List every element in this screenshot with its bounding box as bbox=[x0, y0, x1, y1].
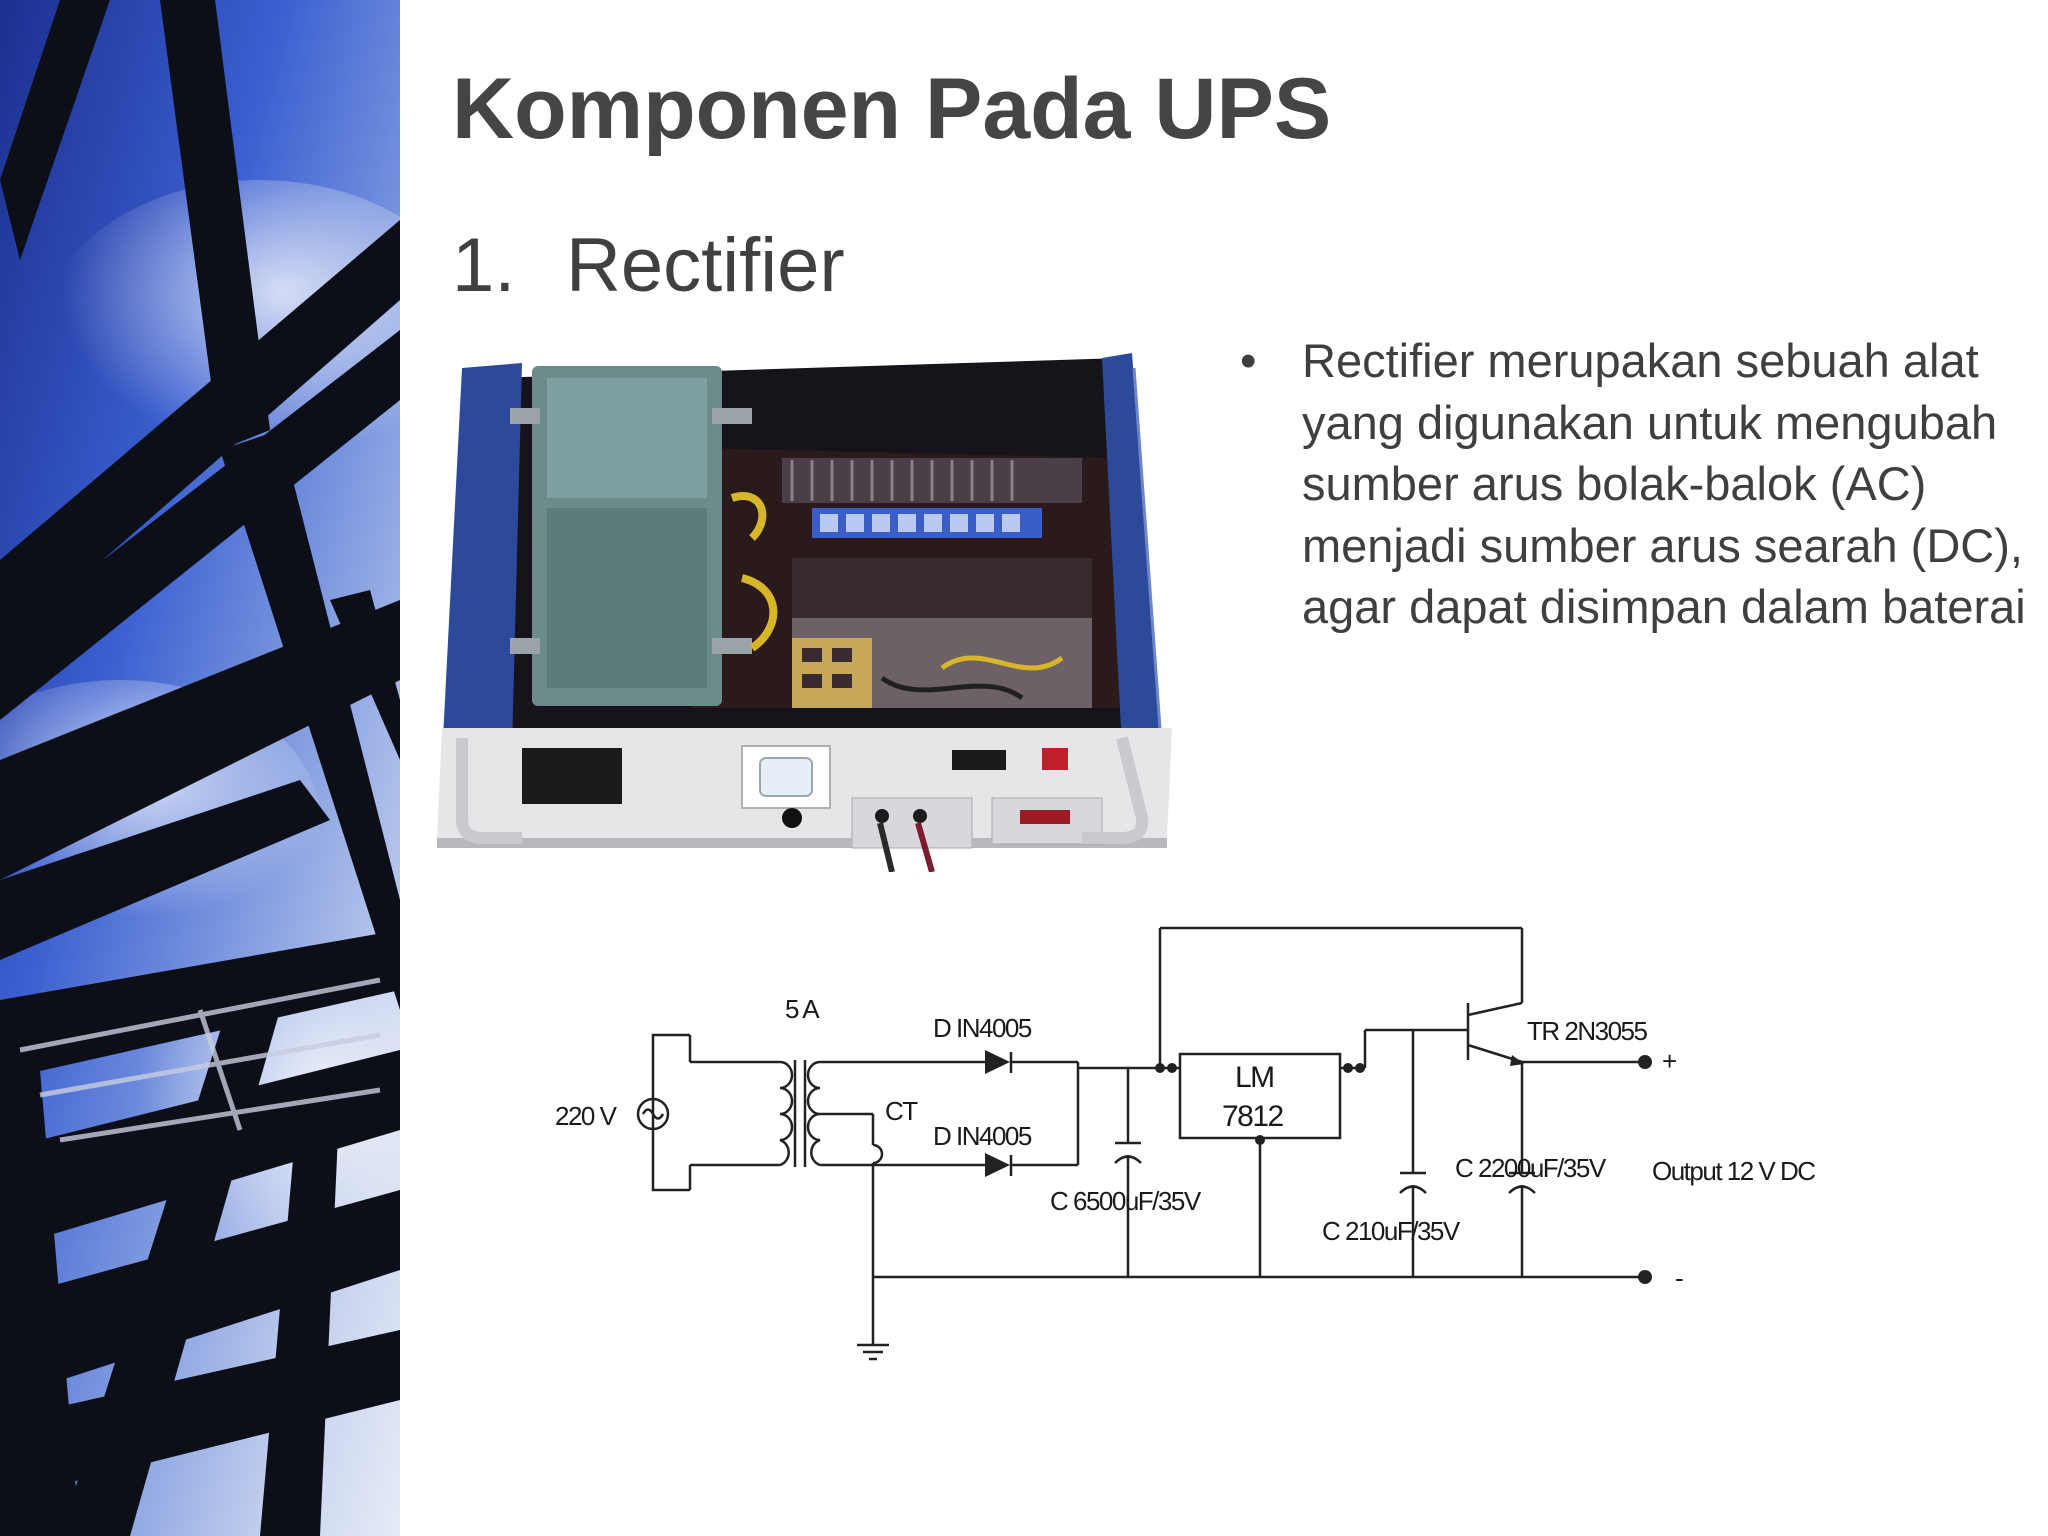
regulator-label-1: LM bbox=[1235, 1061, 1274, 1094]
slide-title: Komponen Pada UPS bbox=[452, 61, 1332, 157]
cap-reg-label: C 210uF/35V bbox=[1322, 1216, 1461, 1246]
sidebar-steel-photo bbox=[0, 0, 400, 1536]
bullet-text: Rectifier merupakan sebuah alat yang dig… bbox=[1302, 334, 2026, 633]
diode-top-label: D IN4005 bbox=[933, 1013, 1032, 1043]
section-heading: 1. Rectifier bbox=[452, 222, 845, 309]
diode-bottom-label: D IN4005 bbox=[933, 1121, 1032, 1151]
cap-output-label: C 2200uF/35V bbox=[1455, 1153, 1607, 1183]
transistor-label: TR 2N3055 bbox=[1527, 1016, 1647, 1046]
ct-label: CT bbox=[885, 1096, 918, 1126]
fuse-label: 5 A bbox=[785, 994, 820, 1024]
output-label: Output 12 V DC bbox=[1652, 1156, 1815, 1186]
regulator-label-2: 7812 bbox=[1222, 1100, 1284, 1133]
ac-source-icon bbox=[636, 1097, 670, 1131]
source-label: 220 V bbox=[555, 1101, 618, 1131]
section-number: 1. bbox=[452, 223, 516, 308]
section-title: Rectifier bbox=[566, 223, 845, 308]
bullet-symbol: • bbox=[1240, 334, 1257, 387]
cap-input-label: C 6500uF/35V bbox=[1050, 1186, 1202, 1216]
rectifier-photo bbox=[422, 348, 1192, 873]
minus-terminal-label: - bbox=[1675, 1263, 1683, 1293]
plus-terminal-label: + bbox=[1662, 1046, 1676, 1076]
rectifier-circuit-diagram: 5 A 220 V CT D IN4005 D IN4005 LM 7812 T… bbox=[540, 920, 1880, 1380]
